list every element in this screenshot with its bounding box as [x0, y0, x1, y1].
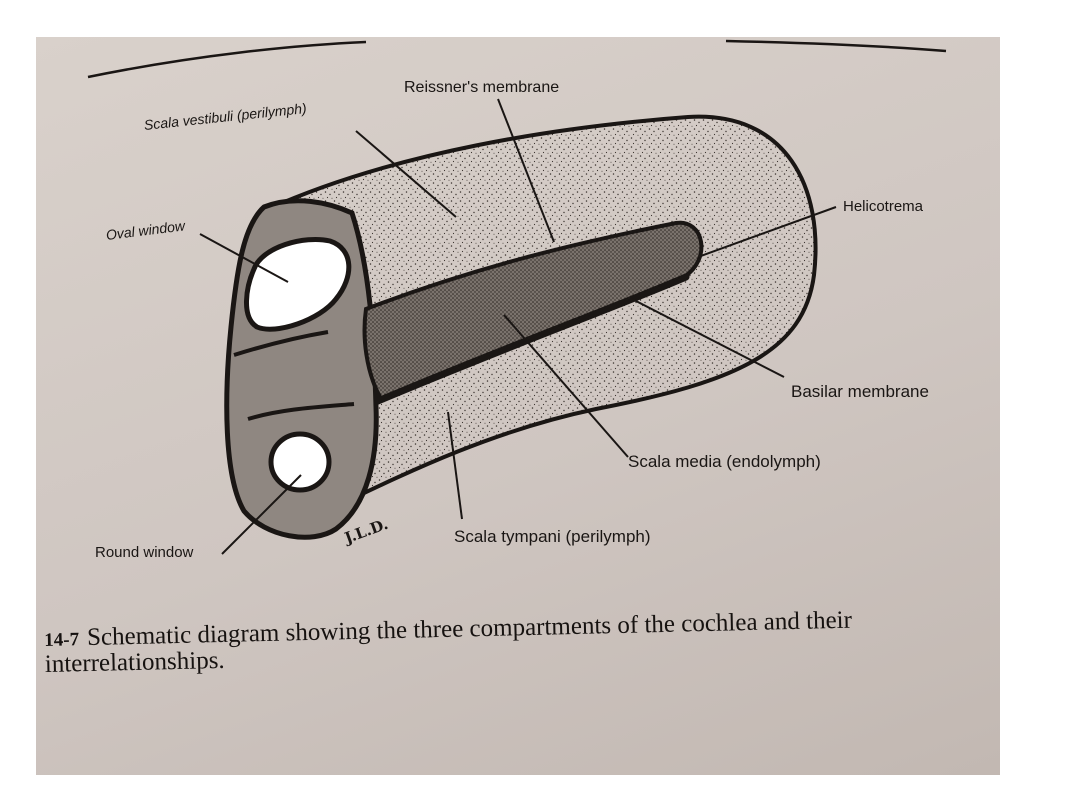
page-curve-left [87, 40, 367, 79]
label-reissners-membrane: Reissner's membrane [404, 79, 560, 96]
label-round-window: Round window [95, 544, 194, 561]
leader-scala-vestibuli [355, 130, 457, 218]
leader-scala-media [503, 314, 629, 458]
basilar-membrane [374, 273, 690, 405]
end-cap-divider-lower [247, 402, 355, 421]
figure-number: 14-7 [44, 629, 80, 651]
leader-basilar-membrane [631, 298, 785, 378]
oval-window [244, 236, 352, 332]
leader-oval-window [199, 233, 289, 283]
page-curve-right [725, 39, 947, 53]
leader-helicotrema [697, 206, 837, 258]
end-cap-divider-upper [233, 330, 329, 357]
label-scala-tympani: Scala tympani (perilymph) [454, 527, 651, 546]
label-scala-media: Scala media (endolymph) [628, 452, 821, 471]
leader-scala-tympani [447, 411, 463, 520]
round-window [268, 431, 332, 493]
leader-reissners-membrane [497, 98, 555, 243]
label-basilar-membrane: Basilar membrane [791, 382, 929, 401]
book-page-photo: Scala vestibuli (perilymph) Reissner's m… [36, 37, 1000, 775]
label-helicotrema: Helicotrema [843, 198, 924, 215]
leader-round-window [221, 474, 302, 555]
cochlea-diagram [87, 39, 947, 555]
